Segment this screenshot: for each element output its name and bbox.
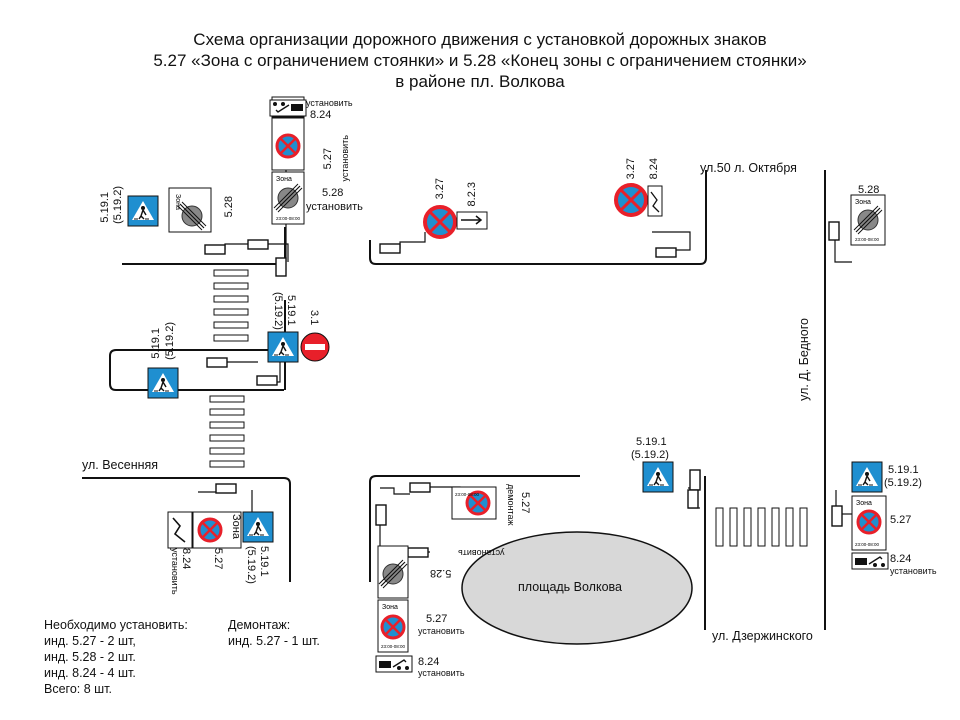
dismantle-title: Демонтаж: xyxy=(228,618,291,632)
no-entry-sign xyxy=(300,332,330,362)
br-ped-sign xyxy=(851,461,883,493)
bl-sign-group xyxy=(167,511,274,549)
roads xyxy=(82,170,826,630)
sq-time-a: 23:00-08:00 xyxy=(455,492,480,497)
title-line-2: 5.27 «Зона с ограничением стоянки» и 5.2… xyxy=(153,51,807,70)
sq-install-label: установить xyxy=(458,548,505,558)
tl-zona-text: Зона xyxy=(276,176,292,183)
tl-528-top-label: 5.28 xyxy=(322,187,344,199)
tl-crossing-label-b: (5.19.2) xyxy=(112,186,124,224)
crosswalk-upper xyxy=(213,269,249,342)
sq-zona: Зона xyxy=(382,604,398,611)
c-327-label: 3.27 xyxy=(434,178,446,200)
tl-time-text: 23:00-08:00 xyxy=(276,216,301,221)
install-line-2: инд. 5.28 - 2 шт. xyxy=(44,650,136,664)
sq-528-label: 5.28 xyxy=(430,567,452,579)
br-crossing-label-b: (5.19.2) xyxy=(884,477,922,489)
mid-crossing-label-b: (5.19.2) xyxy=(272,292,284,330)
br-527-label: 5.27 xyxy=(890,514,912,526)
left-ped-sign xyxy=(147,367,179,399)
br-824-label: 8.24 xyxy=(890,553,912,565)
sq-527-label: 5.27 xyxy=(519,492,531,514)
left-crossing-label-a: 5.19.1 xyxy=(150,328,162,359)
install-line-1: инд. 5.27 - 2 шт, xyxy=(44,634,136,648)
sq-crossing-label-b: (5.19.2) xyxy=(631,449,669,461)
install-total: Всего: 8 шт. xyxy=(44,682,112,696)
bednogo-528-label: 5.28 xyxy=(858,184,880,196)
bednogo-zona: Зона xyxy=(855,199,871,206)
tl-sign-column: Зона 23:00-08:00 xyxy=(269,96,307,225)
tl-824-label: 8.24 xyxy=(310,109,332,121)
title-line-1: Схема организации дорожного движения с у… xyxy=(193,30,767,49)
mid-ped-sign xyxy=(267,331,299,363)
tl-527-label: 5.27 xyxy=(322,148,334,170)
tl-528-install: установить xyxy=(306,201,363,213)
street-bednogo: ул. Д. Бедного xyxy=(797,318,811,401)
mid-31-label: 3.1 xyxy=(308,310,320,326)
sq-dismantle-527: 23:00-08:00 xyxy=(451,486,497,520)
tl-528-label: 5.28 xyxy=(223,196,235,218)
dismantle-line: инд. 5.27 - 1 шт. xyxy=(228,634,320,648)
tl-527-install: установить xyxy=(340,135,350,182)
br-824-plate xyxy=(851,552,889,570)
title-line-3: в районе пл. Волкова xyxy=(395,72,565,91)
bl-crossing-label-a: 5.19.1 xyxy=(258,546,270,577)
sq-527-install: Зона 23:00-08:00 xyxy=(377,599,409,653)
bl-527-label: 5.27 xyxy=(212,548,224,570)
sq-crossing-label-a: 5.19.1 xyxy=(636,436,667,448)
sq-824-label: 8.24 xyxy=(418,656,440,668)
tl-824-install: установить xyxy=(306,98,353,108)
sq-824-install: установить xyxy=(418,668,465,678)
r-824-label: 8.24 xyxy=(648,158,660,180)
sq-527b-install: установить xyxy=(418,626,465,636)
sq-527b-label: 5.27 xyxy=(426,613,448,625)
tl-crossing-label-a: 5.19.1 xyxy=(99,192,111,223)
bednogo-time: 23:00-08:00 xyxy=(855,237,880,242)
pole-markers xyxy=(204,221,843,558)
br-824-install: установить xyxy=(890,566,937,576)
install-line-3: инд. 8.24 - 4 шт. xyxy=(44,666,136,680)
br-527-sign: Зона 23:00-08:00 xyxy=(851,495,887,551)
right-327-sign xyxy=(614,183,663,217)
sq-824-plate xyxy=(375,655,413,673)
bl-zona-label: Зона xyxy=(230,514,242,539)
mid-crossing-label-a: 5.19.1 xyxy=(285,295,297,326)
br-crossing-label-a: 5.19.1 xyxy=(888,464,919,476)
tl-528-sign: Зона xyxy=(168,187,212,233)
crosswalk-lower xyxy=(209,395,245,468)
square-volkova xyxy=(461,531,693,645)
center-327-sign xyxy=(423,205,488,239)
r-327-label: 3.27 xyxy=(625,158,637,180)
crosswalk-right xyxy=(715,507,808,547)
br-zona: Зона xyxy=(856,500,872,507)
street-dzerzhinskogo: ул. Дзержинского xyxy=(712,629,813,643)
install-title: Необходимо установить: xyxy=(44,618,188,632)
sq-527-dismantle: демонтаж xyxy=(506,484,516,526)
br-time: 23:00-08:00 xyxy=(855,542,880,547)
square-label: площадь Волкова xyxy=(518,580,622,594)
street-oktyabrya: ул.50 л. Октября xyxy=(700,161,797,175)
c-823-label: 8.2.3 xyxy=(466,182,478,207)
bl-crossing-label-b: (5.19.2) xyxy=(245,546,257,584)
sq-ped-sign xyxy=(642,461,674,493)
bednogo-528-sign: Зона 23:00-08:00 xyxy=(850,194,886,246)
sq-528-install xyxy=(377,545,409,599)
left-crossing-label-b: (5.19.2) xyxy=(164,322,176,360)
street-vesennyaya: ул. Весенняя xyxy=(82,458,159,472)
bl-824-label: 8.24 xyxy=(180,548,192,570)
bl-824-install: установить xyxy=(170,548,180,595)
tl-528-zona: Зона xyxy=(174,194,181,210)
tl-ped-sign xyxy=(127,195,159,227)
sq-time-b: 23:00-08:00 xyxy=(381,644,406,649)
